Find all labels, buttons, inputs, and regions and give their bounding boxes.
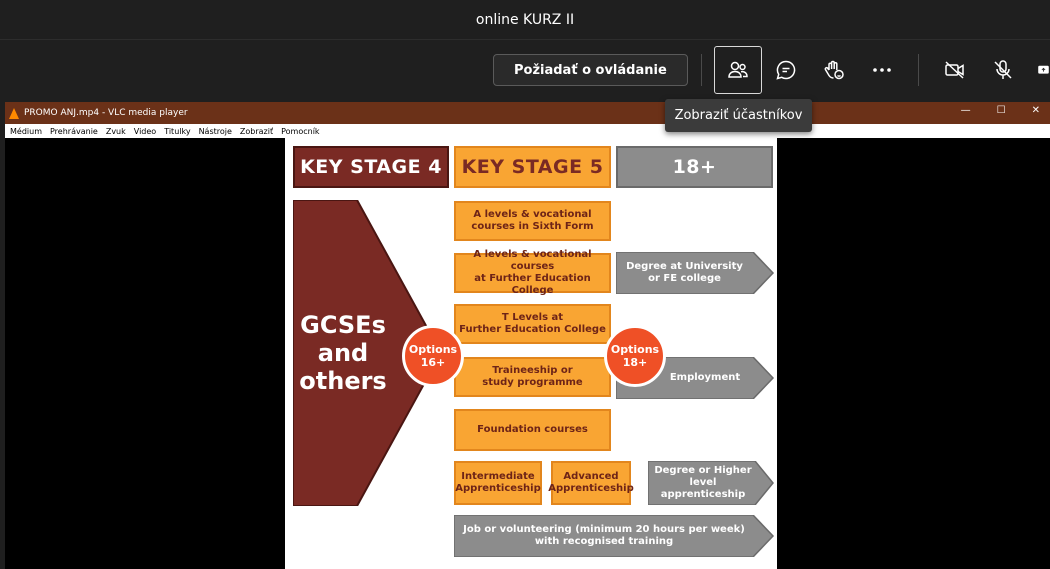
- toolbar-divider: [701, 54, 702, 86]
- job-volunteering-label: Job or volunteering (minimum 20 hours pe…: [463, 524, 745, 547]
- t-levels-box: T Levels at Further Education College: [454, 304, 611, 344]
- toolbar-divider: [918, 54, 919, 86]
- minimize-icon[interactable]: —: [960, 105, 971, 116]
- vlc-window-title: PROMO ANJ.mp4 - VLC media player: [24, 108, 188, 118]
- vlc-window: PROMO ANJ.mp4 - VLC media player — ☐ ✕ M…: [5, 102, 1050, 569]
- window-title: online KURZ II: [475, 11, 575, 28]
- foundation-box: Foundation courses: [454, 409, 611, 451]
- employment-label: Employment: [669, 372, 741, 383]
- advanced-apprenticeship-box: Advanced Apprenticeship: [548, 461, 634, 505]
- gcse-arrow-shape: [293, 200, 443, 506]
- vlc-menu-bar: Médium Prehrávanie Zvuk Video Titulky Ná…: [5, 124, 1050, 138]
- options-16-badge: Options 16+: [402, 325, 464, 387]
- options-18-badge: Options 18+: [604, 325, 666, 387]
- gcse-label: GCSEs and others: [299, 311, 387, 395]
- window-title-bar: online KURZ II: [0, 0, 1050, 40]
- higher-apprenticeship-label: Degree or Higher level apprenticeship: [654, 465, 752, 500]
- camera-off-icon[interactable]: [931, 46, 979, 94]
- job-volunteering-arrow-shape: [454, 515, 775, 557]
- menu-medium[interactable]: Médium: [10, 126, 42, 136]
- video-area[interactable]: KEY STAGE 4 KEY STAGE 5 18+ GCSEs and ot…: [5, 138, 1050, 569]
- traineeship-box: Traineeship or study programme: [454, 357, 611, 397]
- higher-apprenticeship-arrow-shape: [648, 461, 774, 505]
- meeting-toolbar: Požiadať o ovládanie: [0, 40, 1050, 100]
- menu-video[interactable]: Video: [133, 126, 157, 136]
- more-icon[interactable]: [858, 46, 906, 94]
- key-stage-4-header: KEY STAGE 4: [293, 146, 449, 188]
- people-icon[interactable]: [714, 46, 762, 94]
- menu-subtitles[interactable]: Titulky: [164, 126, 191, 136]
- degree-arrow-shape: [616, 252, 775, 294]
- share-icon[interactable]: [1027, 46, 1050, 94]
- intermediate-apprenticeship-box: Intermediate Apprenticeship: [454, 461, 542, 505]
- degree-university-label: Degree at University or FE college: [626, 261, 743, 284]
- menu-audio[interactable]: Zvuk: [105, 126, 126, 136]
- vlc-title-bar: PROMO ANJ.mp4 - VLC media player — ☐ ✕: [5, 102, 1050, 124]
- menu-help[interactable]: Pomocník: [281, 126, 320, 136]
- slide: KEY STAGE 4 KEY STAGE 5 18+ GCSEs and ot…: [285, 138, 777, 569]
- raise-hand-icon[interactable]: [810, 46, 858, 94]
- fe-college-box: A levels & vocational courses at Further…: [454, 249, 611, 296]
- age-18-header: 18+: [616, 146, 773, 188]
- vlc-cone-icon: [9, 107, 19, 119]
- mic-off-icon[interactable]: [979, 46, 1027, 94]
- menu-playback[interactable]: Prehrávanie: [50, 126, 98, 136]
- close-icon[interactable]: ✕: [1031, 105, 1040, 116]
- menu-view[interactable]: Zobraziť: [239, 126, 274, 136]
- sixth-form-box: A levels & vocational courses in Sixth F…: [454, 201, 611, 241]
- request-control-button[interactable]: Požiadať o ovládanie: [493, 54, 688, 86]
- key-stage-5-header: KEY STAGE 5: [454, 146, 611, 188]
- menu-tools[interactable]: Nástroje: [198, 126, 232, 136]
- participants-tooltip: Zobraziť účastníkov: [665, 99, 812, 132]
- chat-icon[interactable]: [762, 46, 810, 94]
- maximize-icon[interactable]: ☐: [996, 105, 1006, 116]
